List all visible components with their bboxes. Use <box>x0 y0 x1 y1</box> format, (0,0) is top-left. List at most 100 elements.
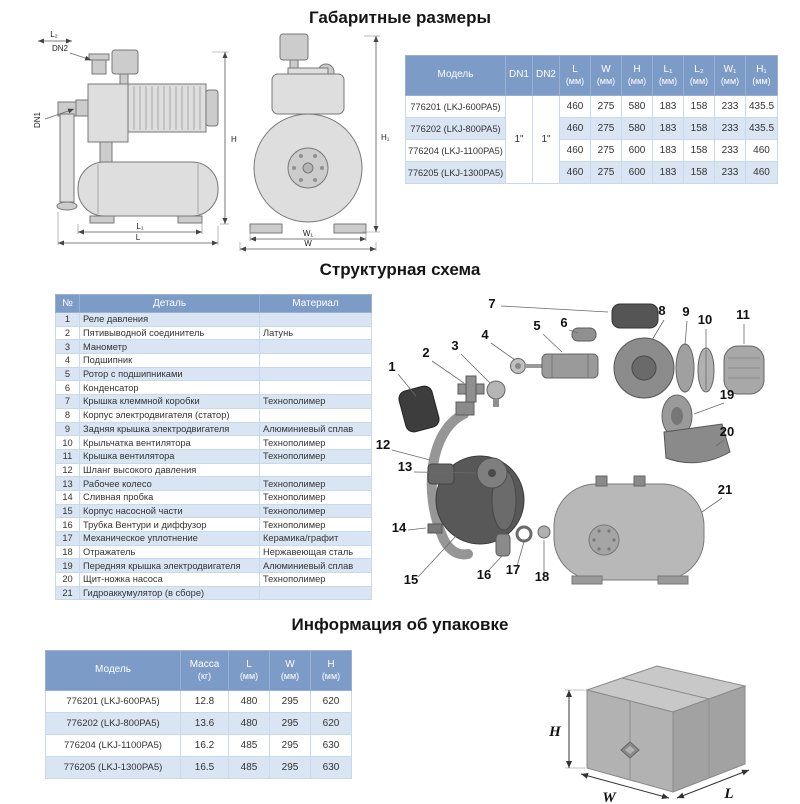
cell-l2: 158 <box>683 139 715 162</box>
cell-w: 275 <box>590 139 622 162</box>
motor-foot <box>663 423 731 464</box>
pressure-gauge <box>486 380 506 400</box>
rotor-body <box>541 353 599 379</box>
table-row: 20 Щит-ножка насоса Технополимер <box>55 572 372 587</box>
impeller-hub <box>488 469 496 477</box>
cell-model: 776204 (LKJ-1100PA5) <box>45 734 181 757</box>
box-label-h: H <box>548 724 562 740</box>
col-header-part: Деталь <box>79 294 260 313</box>
cell-part: Механическое уплотнение <box>79 531 260 546</box>
cell-material: Технополимер <box>259 489 372 505</box>
cell-material <box>259 462 372 478</box>
motor-fins <box>133 86 201 130</box>
cell-part: Гидроаккумулятор (в сборе) <box>79 585 260 601</box>
dim-label-l2: L₂ <box>50 30 58 39</box>
cell-l: 480 <box>228 712 270 735</box>
col-header-h: H(мм) <box>621 55 653 96</box>
cell-h: 630 <box>310 734 352 757</box>
cell-number: 14 <box>55 489 80 505</box>
cell-number: 5 <box>55 366 80 382</box>
table-row: 13 Рабочее колесо Технополимер <box>55 476 372 491</box>
cell-number: 18 <box>55 544 80 560</box>
cell-number: 1 <box>55 312 80 327</box>
suction-pipe <box>59 113 75 203</box>
cell-model: 776204 (LKJ-1100PA5) <box>405 139 506 162</box>
cell-number: 2 <box>55 325 80 341</box>
box-top-seam <box>621 677 710 700</box>
cell-number: 13 <box>55 476 80 491</box>
cell-material <box>259 339 372 355</box>
cell-l1: 183 <box>652 161 684 184</box>
cell-part: Конденсатор <box>79 380 260 396</box>
tank-flange <box>588 524 620 556</box>
callout-11: 11 <box>736 307 750 322</box>
pipe-flange <box>56 201 78 211</box>
cell-number: 21 <box>55 585 80 601</box>
col-header-w1: W₁(мм) <box>714 55 746 96</box>
cell-mass: 12.8 <box>180 690 229 713</box>
cell-number: 11 <box>55 448 80 464</box>
cell-number: 15 <box>55 503 80 519</box>
hydro-accumulator <box>553 483 705 581</box>
callout-19: 19 <box>720 387 734 402</box>
cell-number: 6 <box>55 380 80 396</box>
col-header-l2: L₂(мм) <box>683 55 715 96</box>
table-row: 776202 (LKJ-800PA5) 460 275 580 183 158 … <box>405 117 778 140</box>
leg <box>333 223 367 234</box>
cell-part: Манометр <box>79 339 260 355</box>
table-row: 21 Гидроаккумулятор (в сборе) <box>55 585 372 601</box>
callout-10: 10 <box>698 312 712 327</box>
table-row: 12 Шланг высокого давления <box>55 462 372 478</box>
cell-material: Алюминиевый сплав <box>259 558 372 574</box>
callout-14: 14 <box>392 520 407 535</box>
col-header-dn2: DN2 <box>532 55 560 96</box>
callout-9: 9 <box>682 304 689 319</box>
box-logo-inner <box>625 746 635 754</box>
dim-label-h1: H₁ <box>381 133 390 142</box>
hose-fitting <box>455 401 475 416</box>
section-title-dimensions: Габаритные размеры <box>309 8 491 27</box>
col-header-l: L(мм) <box>559 55 591 96</box>
mechanical-seal <box>515 525 533 543</box>
cell-h: 600 <box>621 139 653 162</box>
cell-part: Передняя крышка электродвигателя <box>79 558 260 574</box>
cell-h1: 435.5 <box>745 95 778 118</box>
callout-6: 6 <box>560 315 567 330</box>
cell-model: 776201 (LKJ-600PA5) <box>45 690 181 713</box>
table-row: 5 Ротор с подшипниками <box>55 366 372 382</box>
cell-part: Шланг высокого давления <box>79 462 260 478</box>
cell-material <box>259 585 372 601</box>
cell-l: 460 <box>559 161 591 184</box>
table-row: 9 Задняя крышка электродвигателя Алюмини… <box>55 421 372 437</box>
callout-1: 1 <box>388 359 395 374</box>
cell-part: Щит-ножка насоса <box>79 572 260 587</box>
table-row: 10 Крыльчатка вентилятора Технополимер <box>55 435 372 450</box>
tank-leg <box>657 575 689 585</box>
tank-leg <box>89 215 115 224</box>
cell-number: 12 <box>55 462 80 478</box>
dim-label-dn2: DN2 <box>52 44 69 53</box>
callout-18: 18 <box>535 569 549 584</box>
cell-model: 776201 (LKJ-600PA5) <box>405 95 506 118</box>
cell-h: 580 <box>621 95 653 118</box>
terminal-box-cover <box>611 303 659 329</box>
cell-part: Отражатель <box>79 544 260 560</box>
dim-label-l1: L₁ <box>136 222 143 231</box>
cell-model: 776205 (LKJ-1300PA5) <box>405 161 506 184</box>
capacitor <box>571 327 597 342</box>
cell-part: Трубка Вентури и диффузор <box>79 517 260 532</box>
cell-w: 275 <box>590 161 622 184</box>
switch-stem <box>119 73 129 85</box>
cell-material: Керамика/графит <box>259 531 372 546</box>
box-label-l: L <box>723 786 733 802</box>
cell-l1: 183 <box>652 117 684 140</box>
drain-plug <box>427 523 443 534</box>
dim-label-dn1: DN1 <box>33 111 42 128</box>
table-row: 18 Отражатель Нержавеющая сталь <box>55 544 372 560</box>
cell-w: 295 <box>269 690 311 713</box>
cell-h: 580 <box>621 117 653 140</box>
cell-w1: 233 <box>714 139 746 162</box>
deflector <box>537 525 551 539</box>
rear-motor-cover <box>675 343 695 393</box>
callout-3: 3 <box>451 338 458 353</box>
